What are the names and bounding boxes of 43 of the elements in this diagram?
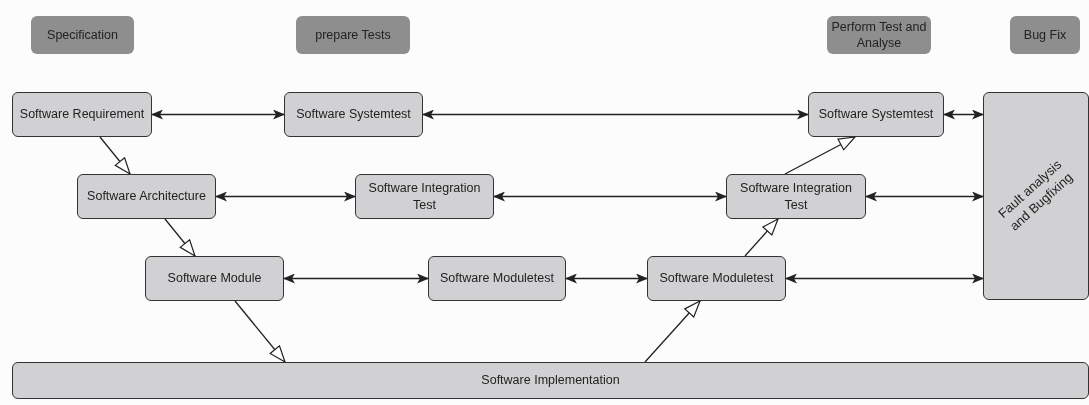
double-arrow bbox=[785, 273, 984, 284]
double-arrow bbox=[151, 109, 285, 120]
process-box bbox=[983, 92, 1089, 300]
flow-arrow bbox=[744, 218, 779, 257]
process-box bbox=[428, 256, 566, 301]
box-text: Bug Fix bbox=[1023, 26, 1067, 44]
flow-arrow bbox=[784, 136, 856, 175]
box-text: Software Moduletest bbox=[440, 270, 554, 287]
double-arrow bbox=[943, 109, 984, 120]
box-text: prepare Tests bbox=[315, 26, 391, 44]
box-text: Perform Test and Analyse bbox=[831, 18, 927, 52]
box-text: Software Systemtest bbox=[296, 106, 411, 123]
process-box bbox=[355, 174, 494, 219]
flow-arrow bbox=[164, 218, 196, 257]
process-box bbox=[726, 174, 866, 219]
box-text: Software Integration Test bbox=[367, 180, 482, 213]
box-text: Software Integration Test bbox=[739, 180, 853, 213]
box-text: Software Architecture bbox=[87, 188, 206, 205]
flow-arrow bbox=[234, 300, 286, 363]
flow-arrow bbox=[644, 300, 701, 363]
process-box bbox=[12, 92, 152, 137]
phase-label bbox=[296, 16, 410, 54]
box-text: Software Requirement bbox=[19, 106, 145, 123]
double-arrow bbox=[215, 191, 356, 202]
double-arrow bbox=[865, 191, 984, 202]
process-box bbox=[12, 362, 1089, 399]
box-text: Software Moduletest bbox=[659, 270, 774, 287]
process-box bbox=[145, 256, 284, 301]
double-arrow bbox=[565, 273, 648, 284]
box-text: Software Systemtest bbox=[818, 106, 934, 123]
process-box bbox=[808, 92, 944, 137]
process-box bbox=[77, 174, 216, 219]
process-box bbox=[647, 256, 786, 301]
phase-label bbox=[31, 16, 134, 54]
box-text: Software Implementation bbox=[481, 372, 620, 389]
flow-arrow bbox=[99, 136, 131, 175]
double-arrow bbox=[422, 109, 809, 120]
phase-label bbox=[1010, 16, 1080, 54]
box-text: Software Module bbox=[167, 270, 262, 287]
process-box bbox=[284, 92, 423, 137]
double-arrow bbox=[283, 273, 429, 284]
box-text: Specification bbox=[47, 26, 118, 44]
double-arrow bbox=[493, 191, 727, 202]
